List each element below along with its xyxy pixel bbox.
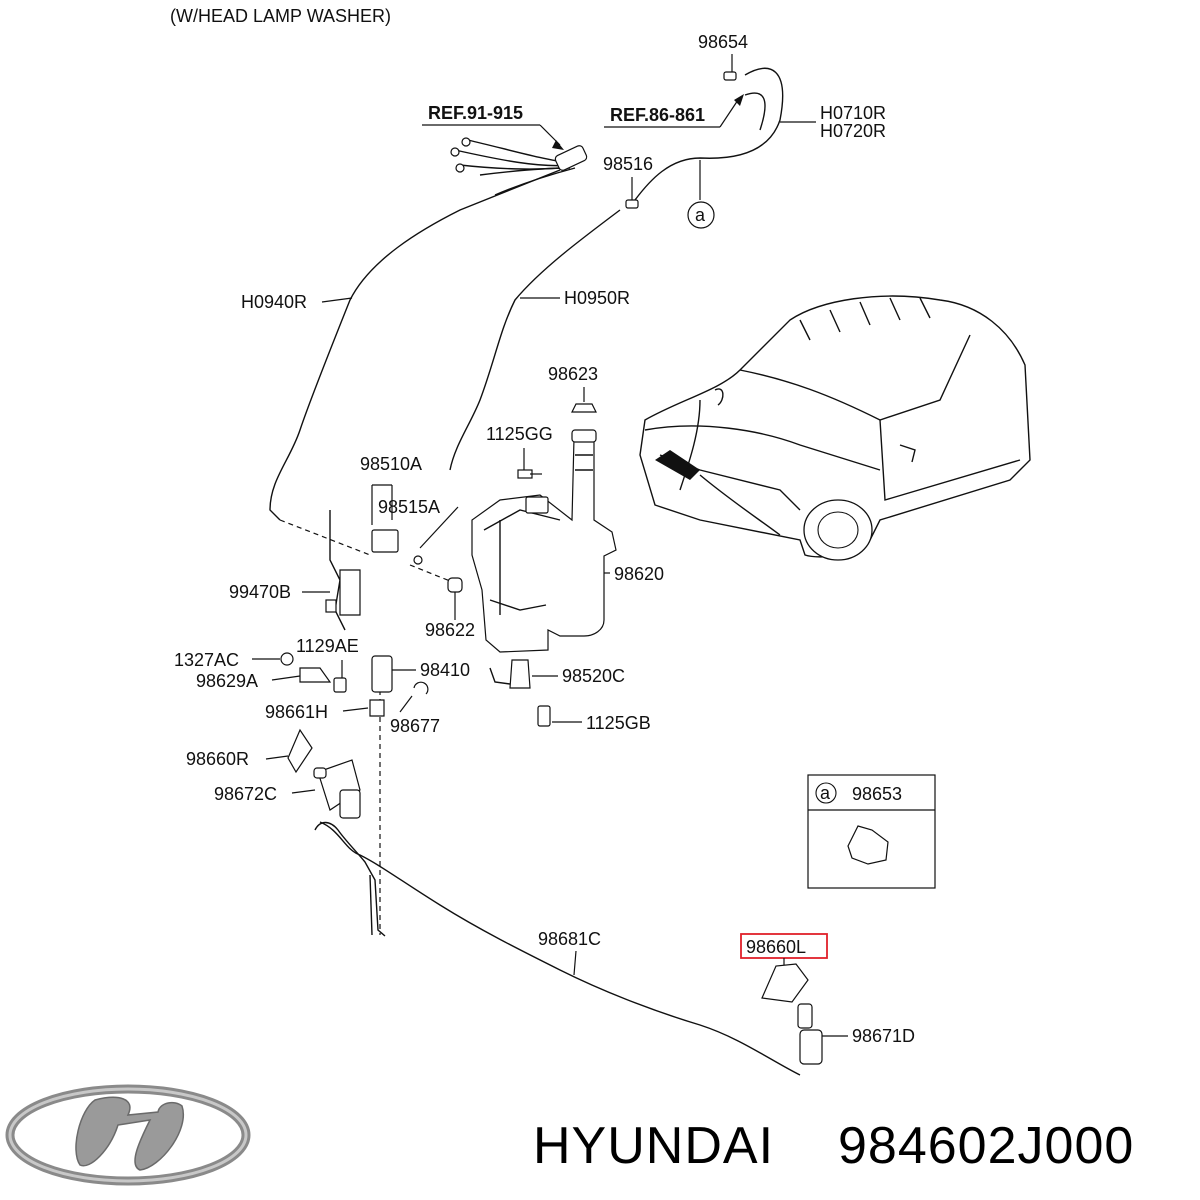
leader-line [342,707,369,712]
hose-98681c-loop [314,821,386,937]
diagram-title: (W/HEAD LAMP WASHER) [170,6,391,26]
label-98515a: 98515A [378,497,440,517]
car-illustration [639,295,1031,561]
label-h0720r: H0720R [820,121,886,141]
hose-h0710r [634,67,784,201]
label-98629a: 98629A [196,671,258,691]
label-98681c: 98681C [538,929,601,949]
part-number: 984602J000 [838,1117,1134,1175]
bolt-1125gb [537,705,551,727]
label-98620: 98620 [614,564,664,584]
label-98520c: 98520C [562,666,625,686]
arrow-head [552,140,564,150]
label-1327ac: 1327AC [174,650,239,670]
leader-line [291,789,316,794]
leader-line [265,755,289,760]
clip-98677 [413,681,429,695]
label-98622: 98622 [425,620,475,640]
inset-part-label: 98653 [852,784,902,804]
brand-name: HYUNDAI [533,1117,774,1175]
nozzle-98671d [797,1003,823,1065]
label-98671d: 98671D [852,1026,915,1046]
leader-line [419,506,459,549]
ref-86-861-label: REF.86-861 [610,105,705,125]
label-98672c: 98672C [214,784,277,804]
label-h0710r: H0710R [820,103,886,123]
label-98410: 98410 [420,660,470,680]
washer-reservoir-98620 [471,429,617,653]
label-98677: 98677 [390,716,440,736]
hose-h0940r [269,169,561,521]
pump-wire [489,667,511,685]
label-98661h: 98661H [265,702,328,722]
label-98510a: 98510A [360,454,422,474]
level-sensor-98510a [371,529,399,553]
label-98660l: 98660L [746,937,806,957]
label-98654: 98654 [698,32,748,52]
leader-line [321,297,353,303]
grommet-98622 [447,577,463,593]
hose-h0950r [449,209,621,471]
pump-98520c [509,659,531,689]
bolt-1125gg [517,469,533,479]
hose-joint-98654 [723,71,737,81]
dashed-link [279,519,371,556]
label-1125gb: 1125GB [586,713,651,733]
label-h0950r: H0950R [564,288,630,308]
bracket-98629a [299,667,332,683]
bracket-99470b [339,569,361,616]
ref-91-915-label: REF.91-915 [428,103,523,123]
label-1125gg: 1125GG [486,424,553,444]
hose-joint-98516 [625,199,639,209]
inset-circle-label: a [820,783,831,803]
cap-98660l [761,963,809,1003]
label-1129ae: 1129AE [296,636,359,656]
nozzle-98672c [313,759,361,819]
label-98660r: 98660R [186,749,249,769]
label-h0940r: H0940R [241,292,307,312]
hose-h0720r [744,92,766,131]
label-98516: 98516 [603,154,653,174]
leader-line [573,950,577,976]
connector-99470b [325,599,337,613]
bolt-1129ae [333,677,347,693]
leader-line [719,99,739,128]
inset-circle-icon [815,782,837,804]
hyundai-logo-icon [5,1084,251,1186]
callout-a-label: a [695,205,706,225]
label-99470b: 99470B [229,582,291,602]
cap-98660r [287,728,313,774]
label-98623: 98623 [548,364,598,384]
grommet-98515a [413,555,423,565]
clip-98653 [847,825,889,865]
nut-1327ac [280,652,294,666]
filler-cap-98623 [571,403,597,413]
leader-line [399,695,413,713]
inset-box-98653: a 98653 [807,774,936,889]
wiring-harness [450,137,588,196]
washer-pump-98410 [371,655,393,693]
leader-line [271,675,301,681]
hose-98681c [319,821,801,1076]
callout-a-circle [687,201,715,229]
connector-98661h [369,699,385,717]
hose-98681c-branch [369,874,373,936]
arrow-head [734,94,744,106]
